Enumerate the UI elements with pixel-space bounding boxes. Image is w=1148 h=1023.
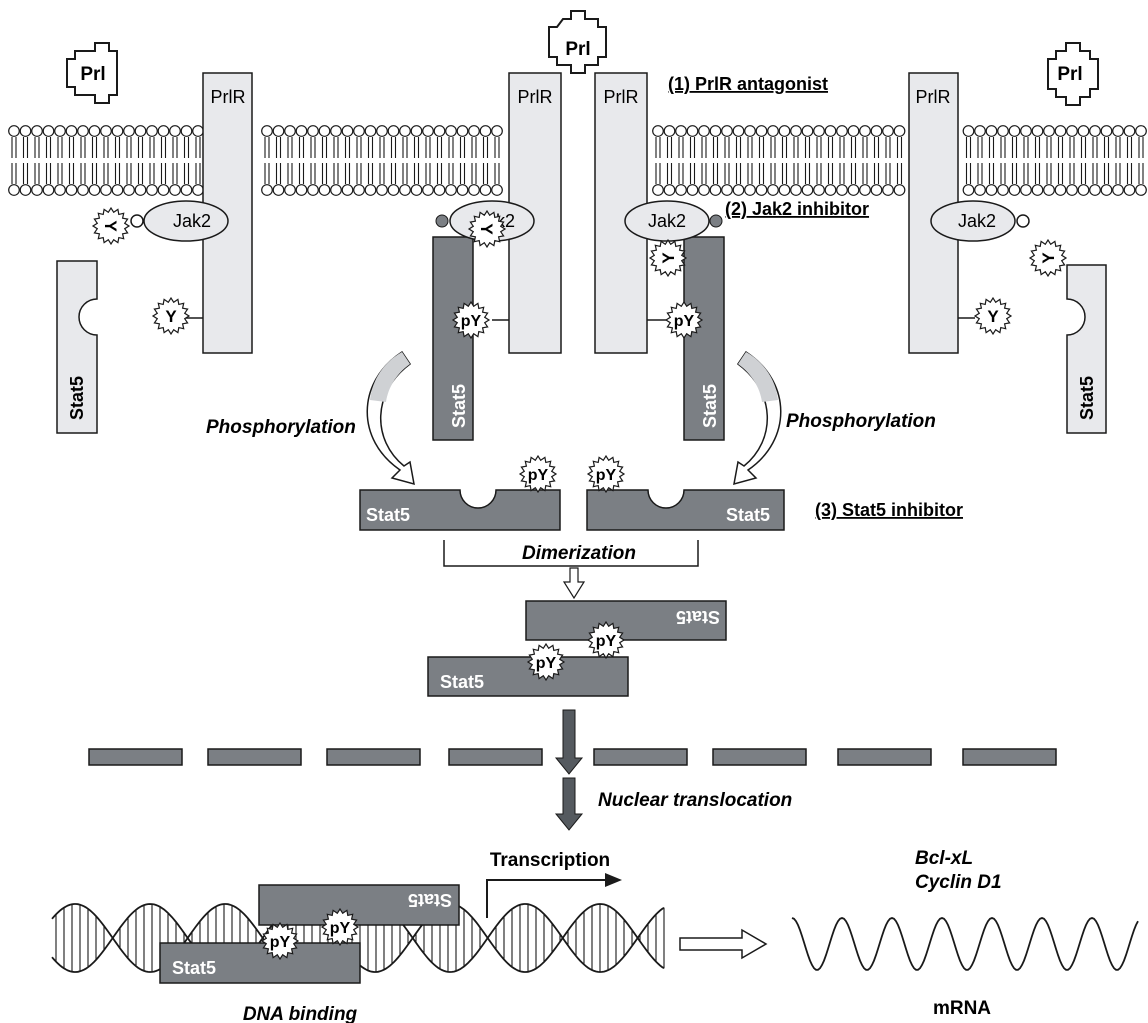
tyrosine-label: Y bbox=[659, 252, 678, 264]
tyrosine-label: pY bbox=[596, 467, 617, 484]
stat5-dna-bound-top: Stat5 bbox=[259, 885, 459, 925]
stat5-phosphorylated-left: Stat5 bbox=[360, 490, 560, 530]
prlr-label: PrlR bbox=[916, 87, 951, 107]
dimerization-arrow bbox=[564, 568, 584, 598]
phosphate-site-filled bbox=[436, 215, 448, 227]
dna-binding-label: DNA binding bbox=[243, 1004, 358, 1023]
stat5-label: Stat5 bbox=[408, 890, 452, 910]
tyrosine-label: Y bbox=[987, 307, 999, 326]
phospho-tyrosine-badge: pY bbox=[520, 456, 556, 492]
phosphorylation-arrow-right bbox=[734, 352, 781, 484]
phosphorylation-arrow-left bbox=[367, 352, 414, 484]
stat5-monomer-center-left: Stat5 bbox=[433, 237, 473, 440]
tyrosine-badge: Y bbox=[975, 298, 1011, 334]
translocation-arrow-upper bbox=[556, 710, 582, 774]
phospho-tyrosine-badge: pY bbox=[588, 622, 624, 658]
tyrosine-label: pY bbox=[461, 313, 482, 330]
stat5-phosphorylated-right: Stat5 bbox=[587, 490, 784, 530]
stat5-label: Stat5 bbox=[726, 505, 770, 525]
tyrosine-label: pY bbox=[330, 920, 351, 937]
jak2-label: Jak2 bbox=[173, 211, 211, 231]
tyrosine-label: pY bbox=[528, 467, 549, 484]
stat5-dimer-bottom: Stat5 bbox=[428, 657, 628, 696]
phospho-tyrosine-badge: pY bbox=[528, 644, 564, 680]
phospho-tyrosine-badge: pY bbox=[453, 302, 489, 338]
prlr-antagonist-label: (1) PrlR antagonist bbox=[668, 74, 828, 94]
phosphorylation-label-right: Phosphorylation bbox=[786, 411, 936, 432]
jak2-label: Jak2 bbox=[958, 211, 996, 231]
stat5-dimer-top: Stat5 bbox=[526, 601, 726, 640]
phospho-tyrosine-badge: pY bbox=[322, 909, 358, 945]
stat5-label: Stat5 bbox=[449, 384, 469, 428]
jak2-right: Jak2 bbox=[931, 201, 1015, 241]
tyrosine-label: Y bbox=[1039, 252, 1058, 264]
tyrosine-label: pY bbox=[270, 934, 291, 951]
stat5-label: Stat5 bbox=[1077, 376, 1097, 420]
tyrosine-badge: Y bbox=[469, 211, 505, 247]
phosphorylation-label-left: Phosphorylation bbox=[206, 417, 356, 438]
mrna-label: mRNA bbox=[933, 998, 991, 1019]
phospho-tyrosine-badge: pY bbox=[666, 302, 702, 338]
stat5-dna-bound-bottom: Stat5 bbox=[160, 943, 360, 983]
tyrosine-label: pY bbox=[536, 655, 557, 672]
stat5-label: Stat5 bbox=[67, 376, 87, 420]
dimerization-label: Dimerization bbox=[522, 543, 636, 564]
phosphate-site-filled bbox=[710, 215, 722, 227]
target-gene-bclxl: Bcl-xL bbox=[915, 848, 973, 869]
phospho-tyrosine-badge: pY bbox=[588, 456, 624, 492]
cell-membrane-bilayer bbox=[9, 126, 1147, 196]
tyrosine-badge: Y bbox=[93, 208, 129, 244]
jak2-left: Jak2 bbox=[144, 201, 228, 241]
nuclear-translocation-label: Nuclear translocation bbox=[598, 790, 792, 811]
prlr-label: PrlR bbox=[211, 87, 246, 107]
tyrosine-label: Y bbox=[477, 223, 496, 235]
stat5-label: Stat5 bbox=[676, 607, 720, 627]
transcription-arrowhead bbox=[605, 873, 622, 887]
expression-arrow bbox=[680, 930, 766, 958]
phosphate-site-empty bbox=[1017, 215, 1029, 227]
tyrosine-badge: Y bbox=[153, 298, 189, 334]
tyrosine-badge: Y bbox=[650, 240, 686, 276]
prl-hormone-left: Prl bbox=[67, 43, 117, 103]
phospho-tyrosine-badge: pY bbox=[262, 923, 298, 959]
jak2-inhibitor-label: (2) Jak2 inhibitor bbox=[725, 199, 869, 219]
tyrosine-label: Y bbox=[165, 307, 177, 326]
stat5-label: Stat5 bbox=[172, 958, 216, 978]
transcription-label: Transcription bbox=[490, 850, 610, 871]
stat5-monomer-left-inactive: Stat5 bbox=[57, 261, 97, 433]
stat5-label: Stat5 bbox=[700, 384, 720, 428]
stat5-label: Stat5 bbox=[440, 672, 484, 692]
tyrosine-badge: Y bbox=[1030, 240, 1066, 276]
mrna-wave bbox=[792, 918, 1138, 970]
tyrosine-label: Y bbox=[101, 220, 120, 232]
prl-label: Prl bbox=[565, 39, 590, 60]
prl-label: Prl bbox=[80, 64, 105, 85]
prlr-label: PrlR bbox=[518, 87, 553, 107]
prl-hormone-right: Prl bbox=[1048, 43, 1098, 105]
transcription-start-arrow bbox=[487, 880, 606, 918]
stat5-label: Stat5 bbox=[366, 505, 410, 525]
prlr-label: PrlR bbox=[604, 87, 639, 107]
jak2-label: Jak2 bbox=[648, 211, 686, 231]
stat5-monomer-center-right: Stat5 bbox=[684, 237, 724, 440]
prl-hormone-center: Prl bbox=[549, 11, 606, 73]
prl-label: Prl bbox=[1057, 64, 1082, 85]
translocation-arrow-lower bbox=[556, 778, 582, 830]
stat5-inhibitor-label: (3) Stat5 inhibitor bbox=[815, 500, 963, 520]
tyrosine-label: pY bbox=[674, 313, 695, 330]
target-gene-cyclin-d1: Cyclin D1 bbox=[915, 872, 1002, 893]
phosphate-site-empty bbox=[131, 215, 143, 227]
tyrosine-label: pY bbox=[596, 633, 617, 650]
stat5-monomer-right-inactive: Stat5 bbox=[1067, 265, 1106, 433]
jak2-center-right: Jak2 bbox=[625, 201, 709, 241]
